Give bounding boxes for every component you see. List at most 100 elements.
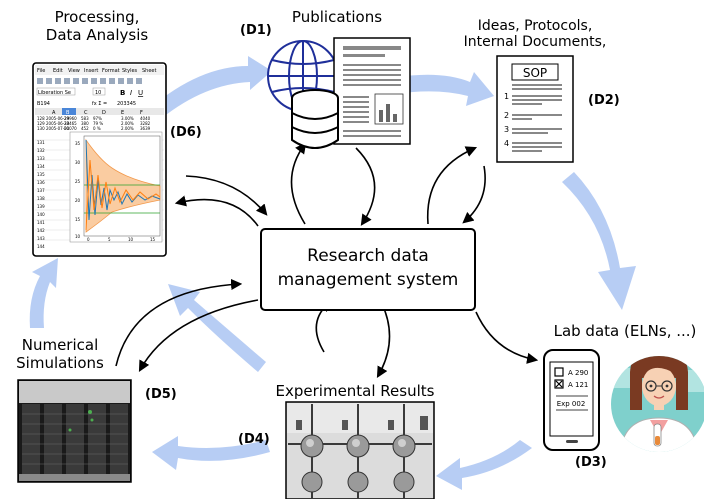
svg-text:137: 137 — [37, 188, 45, 193]
italic-button[interactable]: I — [130, 89, 132, 97]
column-headers: A B C D E F — [52, 108, 143, 116]
svg-text:134: 134 — [37, 164, 45, 169]
column-header[interactable]: C — [84, 110, 88, 116]
publications-tag: (D1) — [240, 23, 272, 38]
scientist-avatar — [611, 356, 704, 452]
paper-document-icon — [333, 37, 411, 145]
cell-ref-box[interactable]: B194 — [37, 101, 50, 107]
publications-label: Publications — [292, 8, 382, 26]
column-header[interactable]: A — [52, 110, 56, 116]
svg-text:35: 35 — [75, 141, 81, 146]
svg-text:143: 143 — [37, 236, 45, 241]
svg-text:20070: 20070 — [64, 126, 77, 131]
ideas-tag: (D2) — [588, 93, 620, 108]
svg-text:139: 139 — [37, 204, 45, 209]
svg-text:15: 15 — [150, 237, 156, 242]
flow-arrow-d3-to-d4 — [436, 440, 532, 490]
svg-text:132: 132 — [37, 148, 45, 153]
embedded-chart: 35 30 25 20 15 10 0 5 10 15 — [69, 131, 163, 243]
processing-label-line2: Data Analysis — [46, 26, 149, 44]
svg-text:140: 140 — [37, 212, 45, 217]
phone-item: A 290 — [568, 369, 588, 377]
font-name-field[interactable]: Liberation Se — [38, 90, 71, 96]
svg-text:583: 583 — [81, 116, 89, 121]
chart-uncertainty-band — [85, 138, 161, 233]
sop-step-number: 4 — [504, 139, 509, 148]
svg-text:128: 128 — [37, 116, 45, 121]
simulations-label-line1: Numerical — [22, 336, 99, 354]
center-label-line1: Research data — [307, 246, 429, 266]
column-header[interactable]: D — [102, 110, 106, 116]
bold-button[interactable]: B — [120, 89, 125, 97]
spreadsheet-window: File Edit View Insert Format Styles Shee… — [32, 62, 167, 257]
ideas-label-line1: Ideas, Protocols, — [478, 18, 593, 34]
svg-text:23465: 23465 — [64, 121, 77, 126]
node-lab: Lab data (ELNs, ...) (D3) A 290 A 121 Ex… — [543, 322, 704, 470]
chart-xticks: 0 5 10 15 — [87, 237, 156, 242]
processing-label-line1: Processing, — [55, 8, 140, 26]
database-icon — [291, 89, 339, 149]
menu-item: Insert — [84, 68, 98, 74]
svg-text:79 %: 79 % — [93, 121, 103, 126]
rdm-center-box: Research data management system — [260, 228, 476, 311]
lab-label: Lab data (ELNs, ...) — [554, 322, 697, 340]
svg-text:129: 129 — [37, 121, 45, 126]
underline-button[interactable]: U — [138, 89, 143, 97]
flow-arrow-d1-to-d2 — [392, 72, 494, 106]
sop-title: SOP — [523, 66, 547, 80]
flow-arrow-d5-to-d6 — [29, 258, 58, 328]
menu-item: View — [68, 68, 80, 74]
checkbox-icon[interactable] — [554, 367, 564, 377]
svg-text:142: 142 — [37, 228, 45, 233]
node-experimental: Experimental Results (D4) — [238, 382, 435, 499]
sop-step-number: 2 — [504, 111, 509, 120]
formula-function-icon: fx Σ = — [92, 101, 107, 107]
svg-text:131: 131 — [37, 140, 45, 145]
spreadsheet-menu: File Edit View Insert Format Styles Shee… — [37, 68, 156, 74]
flow-arrow-d2-to-d3 — [562, 172, 636, 310]
column-header[interactable]: F — [140, 110, 143, 116]
column-header[interactable]: E — [121, 110, 124, 116]
svg-text:2005-06-30: 2005-06-30 — [46, 121, 70, 126]
svg-text:2005-06-29: 2005-06-29 — [46, 116, 70, 121]
flow-arrow-d6-to-d1 — [150, 56, 272, 118]
svg-text:2005-07-01: 2005-07-01 — [46, 126, 70, 131]
svg-text:2.00%: 2.00% — [121, 126, 134, 131]
font-size-field[interactable]: 10 — [95, 90, 101, 96]
svg-text:20: 20 — [75, 198, 81, 203]
phone-exp-button[interactable]: Exp 002 — [557, 400, 586, 408]
simulations-tag: (D5) — [145, 387, 177, 402]
svg-text:15: 15 — [75, 217, 81, 222]
lab-tag: (D3) — [575, 455, 607, 470]
sop-step-number: 3 — [504, 125, 509, 134]
svg-text:3282: 3282 — [140, 121, 151, 126]
sop-document-icon: SOP 1 2 3 4 — [496, 55, 574, 163]
svg-text:97%: 97% — [93, 116, 102, 121]
menu-item: Edit — [53, 68, 63, 74]
svg-text:2.00%: 2.00% — [121, 121, 134, 126]
column-header[interactable]: B — [66, 110, 70, 116]
svg-text:135: 135 — [37, 172, 45, 177]
menu-item: Styles — [122, 68, 138, 74]
flow-arrow-d4-to-d6 — [168, 284, 266, 372]
toolbar-icons — [37, 78, 142, 84]
chart-yticks: 35 30 25 20 15 10 — [75, 141, 81, 239]
svg-text:30: 30 — [75, 160, 81, 165]
svg-text:10: 10 — [128, 237, 134, 242]
svg-text:3.00%: 3.00% — [121, 116, 134, 121]
svg-text:133: 133 — [37, 156, 45, 161]
phone-eln-icon: A 290 A 121 Exp 002 — [543, 349, 600, 451]
svg-text:5: 5 — [108, 237, 111, 242]
svg-text:141: 141 — [37, 220, 45, 225]
menu-item: Format — [102, 68, 120, 74]
svg-text:452: 452 — [81, 126, 89, 131]
sop-step-number: 1 — [504, 92, 509, 101]
formula-bar[interactable]: 203345 — [117, 101, 136, 107]
ideas-label-line2: Internal Documents, — [464, 34, 607, 50]
